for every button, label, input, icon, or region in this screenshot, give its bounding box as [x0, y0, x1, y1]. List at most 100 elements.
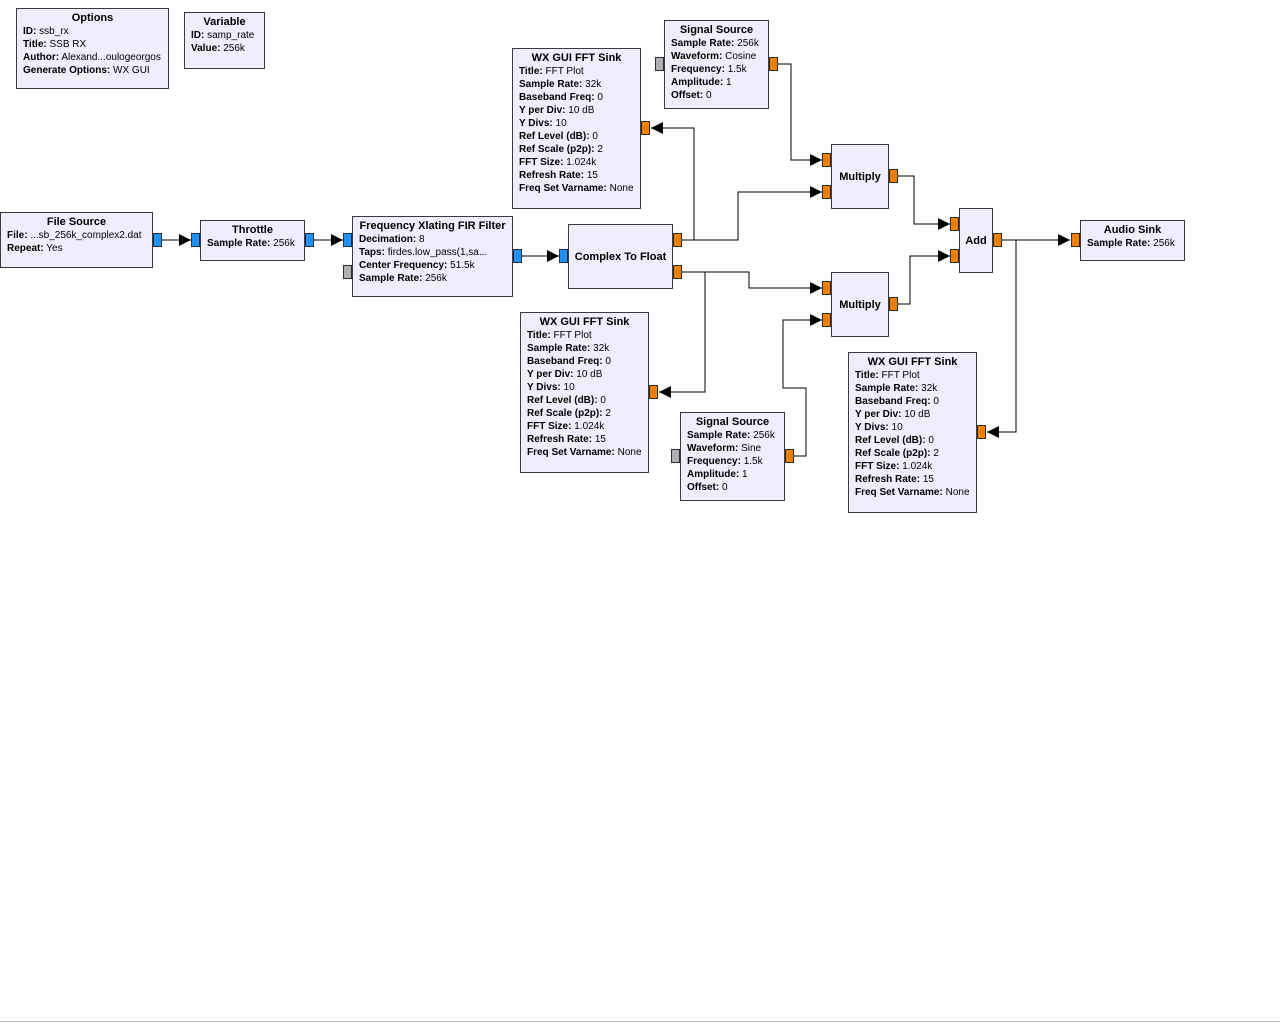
param-freq-set-varname: Freq Set Varname: None: [519, 183, 634, 194]
param-offset: Offset: 0: [671, 90, 712, 101]
complex-to-float-block[interactable]: Complex To Float: [568, 224, 673, 289]
wire-cos-multiply-top: [778, 63, 822, 166]
param-baseband-freq: Baseband Freq: 0: [855, 396, 939, 407]
param-frequency: Frequency: 1.5k: [671, 64, 747, 75]
param-baseband-freq: Baseband Freq: 0: [519, 92, 603, 103]
wire-multiply-bottom-add: [898, 250, 950, 305]
param-repeat: Repeat: Yes: [7, 243, 63, 254]
param-ref-level: Ref Level (dB): 0: [855, 435, 934, 446]
param-title: Title: FFT Plot: [855, 370, 920, 381]
param-value: Value: 256k: [191, 43, 245, 54]
fft-sink-top-in-port[interactable]: [641, 121, 650, 135]
add-in-port-0[interactable]: [950, 217, 959, 231]
block-title: Add: [965, 234, 987, 247]
multiply-bottom-block[interactable]: Multiply: [831, 272, 889, 337]
param-ref-scale: Ref Scale (p2p): 2: [519, 144, 603, 155]
variable-block[interactable]: Variable ID: samp_rate Value: 256k: [184, 12, 265, 69]
throttle-in-port[interactable]: [191, 233, 200, 247]
param-author: Author: Alexand...oulogeorgos: [23, 52, 161, 63]
param-y-divs: Y Divs: 10: [527, 382, 575, 393]
param-refresh-rate: Refresh Rate: 15: [527, 434, 606, 445]
param-id: ID: ssb_rx: [23, 26, 69, 37]
block-title: Multiply: [839, 298, 881, 311]
block-title: Audio Sink: [1103, 224, 1162, 236]
block-title: WX GUI FFT Sink: [867, 356, 958, 368]
multiply-top-block[interactable]: Multiply: [831, 144, 889, 209]
fft-sink-top-block[interactable]: WX GUI FFT Sink Title: FFT Plot Sample R…: [512, 48, 641, 209]
param-freq-set-varname: Freq Set Varname: None: [527, 447, 642, 458]
block-title: Multiply: [839, 170, 881, 183]
wire-c2f-multiply-bottom: [682, 271, 822, 294]
multiply-bottom-out-port[interactable]: [889, 297, 898, 311]
block-title: WX GUI FFT Sink: [531, 52, 622, 64]
param-taps: Taps: firdes.low_pass(1,sa...: [359, 247, 488, 258]
freq-xlating-msg-port[interactable]: [343, 265, 352, 279]
file-source-block[interactable]: File Source File: ...sb_256k_complex2.da…: [0, 212, 153, 268]
complex-to-float-in-port[interactable]: [559, 249, 568, 263]
block-title: Throttle: [232, 224, 273, 236]
complex-to-float-out-port-1[interactable]: [673, 265, 682, 279]
param-sample-rate: Sample Rate: 256k: [687, 430, 775, 441]
param-y-divs: Y Divs: 10: [855, 422, 903, 433]
add-out-port[interactable]: [993, 233, 1002, 247]
param-sample-rate: Sample Rate: 256k: [1087, 238, 1175, 249]
complex-to-float-out-port-0[interactable]: [673, 233, 682, 247]
param-ref-level: Ref Level (dB): 0: [519, 131, 598, 142]
param-title: Title: SSB RX: [23, 39, 87, 50]
fft-sink-mid-in-port[interactable]: [649, 385, 658, 399]
block-title: Variable: [203, 16, 246, 28]
signal-source-cosine-block[interactable]: Signal Source Sample Rate: 256k Waveform…: [664, 20, 769, 109]
multiply-top-in-port-1[interactable]: [822, 185, 831, 199]
param-id: ID: samp_rate: [191, 30, 255, 41]
throttle-block[interactable]: Throttle Sample Rate: 256k: [200, 220, 305, 261]
param-frequency: Frequency: 1.5k: [687, 456, 763, 467]
param-ref-scale: Ref Scale (p2p): 2: [527, 408, 611, 419]
fft-sink-right-in-port[interactable]: [977, 425, 986, 439]
signal-source-cosine-msg-port[interactable]: [655, 57, 664, 71]
param-fft-size: FFT Size: 1.024k: [527, 421, 605, 432]
block-title: Frequency Xlating FIR Filter: [359, 220, 506, 232]
wire-multiply-top-add: [898, 175, 950, 230]
param-y-per-div: Y per Div: 10 dB: [519, 105, 595, 116]
freq-xlating-out-port[interactable]: [513, 249, 522, 263]
param-waveform: Waveform: Sine: [687, 443, 762, 454]
param-fft-size: FFT Size: 1.024k: [519, 157, 597, 168]
freq-xlating-fir-filter-block[interactable]: Frequency Xlating FIR Filter Decimation:…: [352, 216, 513, 297]
signal-source-sine-block[interactable]: Signal Source Sample Rate: 256k Waveform…: [680, 412, 785, 501]
wire-sin-multiply-bottom: [782, 314, 822, 457]
param-title: Title: FFT Plot: [519, 66, 584, 77]
options-block[interactable]: Options ID: ssb_rx Title: SSB RX Author:…: [16, 8, 169, 89]
param-center-frequency: Center Frequency: 51.5k: [359, 260, 475, 271]
param-fft-size: FFT Size: 1.024k: [855, 461, 933, 472]
block-title: Signal Source: [679, 24, 754, 36]
param-file: File: ...sb_256k_complex2.dat: [7, 230, 142, 241]
audio-sink-block[interactable]: Audio Sink Sample Rate: 256k: [1080, 220, 1185, 261]
param-ref-level: Ref Level (dB): 0: [527, 395, 606, 406]
param-y-divs: Y Divs: 10: [519, 118, 567, 129]
param-sample-rate: Sample Rate: 256k: [671, 38, 759, 49]
param-refresh-rate: Refresh Rate: 15: [519, 170, 598, 181]
param-waveform: Waveform: Cosine: [671, 51, 757, 62]
add-in-port-1[interactable]: [950, 249, 959, 263]
signal-source-sine-msg-port[interactable]: [671, 449, 680, 463]
multiply-bottom-in-port-0[interactable]: [822, 281, 831, 295]
signal-source-cosine-out-port[interactable]: [769, 57, 778, 71]
add-block[interactable]: Add: [959, 208, 993, 273]
block-title: WX GUI FFT Sink: [539, 316, 630, 328]
multiply-bottom-in-port-1[interactable]: [822, 313, 831, 327]
fft-sink-mid-block[interactable]: WX GUI FFT Sink Title: FFT Plot Sample R…: [520, 312, 649, 473]
fft-sink-right-block[interactable]: WX GUI FFT Sink Title: FFT Plot Sample R…: [848, 352, 977, 513]
param-title: Title: FFT Plot: [527, 330, 592, 341]
param-baseband-freq: Baseband Freq: 0: [527, 356, 611, 367]
signal-source-sine-out-port[interactable]: [785, 449, 794, 463]
file-source-out-port[interactable]: [153, 233, 162, 247]
multiply-top-out-port[interactable]: [889, 169, 898, 183]
param-sample-rate: Sample Rate: 32k: [855, 383, 938, 394]
multiply-top-in-port-0[interactable]: [822, 153, 831, 167]
wire-c2f-fftsink-mid: [659, 271, 706, 398]
audio-sink-in-port[interactable]: [1071, 233, 1080, 247]
freq-xlating-in-port[interactable]: [343, 233, 352, 247]
throttle-out-port[interactable]: [305, 233, 314, 247]
param-offset: Offset: 0: [687, 482, 728, 493]
